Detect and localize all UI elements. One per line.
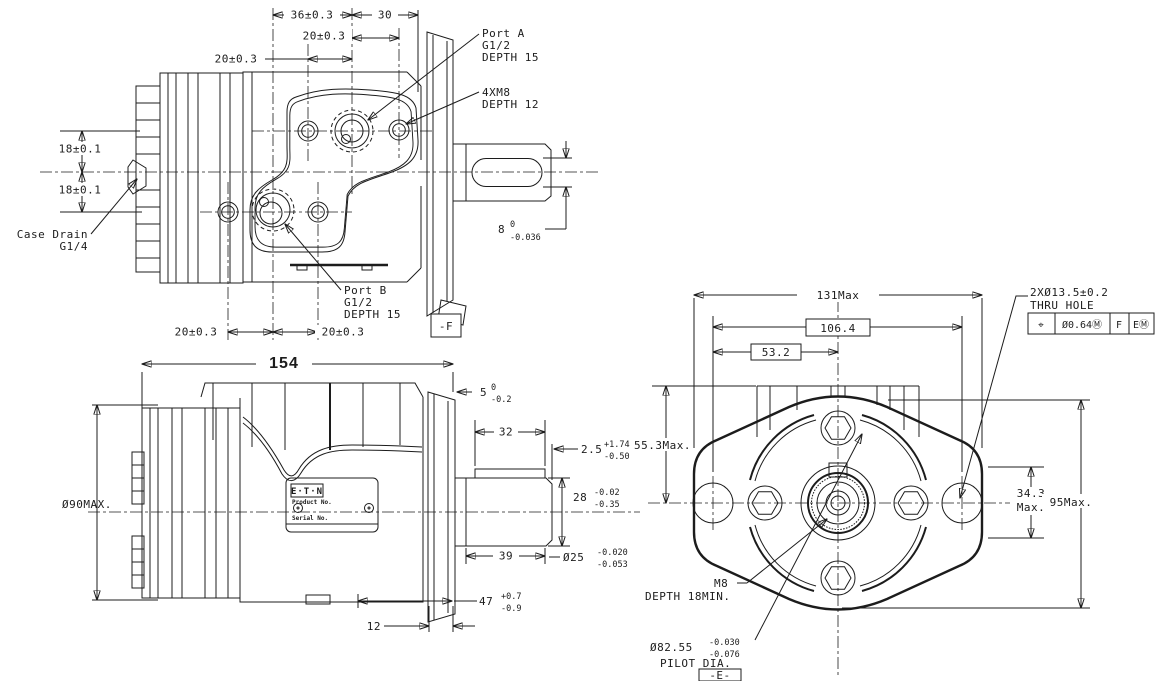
m8-label: M8 bbox=[714, 577, 728, 590]
datum-f-flag bbox=[430, 313, 462, 338]
dim-25-lower: -0.053 bbox=[597, 560, 628, 570]
dim-30-label: 30 bbox=[378, 9, 392, 22]
dim-95-label: 95Max. bbox=[1050, 496, 1093, 509]
pilot-dia-lower: -0.076 bbox=[709, 650, 740, 660]
dim-5-upper: 0 bbox=[491, 383, 496, 393]
dim-12-label: 12 bbox=[367, 620, 381, 633]
port-a-hole bbox=[330, 109, 374, 153]
shaft-keyslot bbox=[471, 158, 543, 187]
flange-keyway bbox=[828, 462, 848, 478]
dim-20-row2-label: 20±0.3 bbox=[303, 30, 346, 43]
flange-and-shaft bbox=[426, 31, 552, 326]
dim-28-upper: -0.02 bbox=[594, 488, 620, 498]
nameplate: E·T·N Product No. Serial No. bbox=[285, 477, 379, 533]
flange-outline bbox=[692, 395, 984, 611]
body-behind-flange bbox=[756, 385, 920, 437]
flange-view-callouts: 2XØ13.5±0.2 THRU HOLE ⌖ Ø0.64Ⓜ F EⓂ M8 D… bbox=[645, 286, 1155, 681]
dim-2-5-main: 2.5 bbox=[581, 443, 602, 456]
flange-centerlines bbox=[648, 300, 1045, 675]
datum-f-label: -F bbox=[439, 320, 453, 333]
key-dim-main: 8 bbox=[498, 223, 505, 236]
port-b-hole bbox=[251, 188, 295, 232]
dim-20-bottom-left-label: 20±0.3 bbox=[175, 326, 218, 339]
shaft-center-stack bbox=[800, 462, 876, 541]
dim-18-upper-label: 18±0.1 bbox=[59, 143, 102, 156]
case-drain-label-2: G1/4 bbox=[60, 240, 89, 253]
dim-47-lower: -0.9 bbox=[501, 604, 521, 614]
flange-view-dimensions: 131Max 106.4 53.2 55.3Max. 34.3 Max. 95M bbox=[633, 287, 1102, 609]
dim-131-label: 131Max bbox=[817, 289, 860, 302]
dim-2-5-lower: -0.50 bbox=[604, 452, 630, 462]
dim-20-row3-label: 20±0.3 bbox=[215, 53, 258, 66]
dim-106-label: 106.4 bbox=[820, 322, 856, 335]
thru-holes bbox=[692, 482, 983, 524]
thru-hole-label-2: THRU HOLE bbox=[1030, 299, 1094, 312]
port-b-label-1: Port B bbox=[344, 284, 387, 297]
dim-25-upper: -0.020 bbox=[597, 548, 628, 558]
dim-39-label: 39 bbox=[499, 550, 513, 563]
dim-154-label: 154 bbox=[269, 355, 299, 372]
case-drain-boss bbox=[127, 159, 147, 195]
thru-hole-label-1: 2XØ13.5±0.2 bbox=[1030, 286, 1108, 299]
pilot-ring bbox=[749, 414, 927, 592]
dim-32-label: 32 bbox=[499, 426, 513, 439]
motor-body-outline bbox=[127, 71, 422, 284]
side-view-dimensions: 154 Ø90MAX. 5 0 -0.2 32 2.5 +1.74 -0.50 … bbox=[62, 352, 630, 633]
dim-34-label-1: 34.3 bbox=[1017, 487, 1046, 500]
position-symbol: ⌖ bbox=[1038, 320, 1044, 331]
case-drain-label-1: Case Drain bbox=[17, 228, 88, 241]
port-b-label-3: DEPTH 15 bbox=[344, 308, 401, 321]
port-a-label-1: Port A bbox=[482, 27, 525, 40]
port-a-label-2: G1/2 bbox=[482, 39, 511, 52]
bolt-callout-label-1: 4XM8 bbox=[482, 86, 511, 99]
port-boss-plate bbox=[249, 88, 419, 253]
fcf-datum-2: EⓂ bbox=[1133, 319, 1149, 331]
fcf-datum-1: F bbox=[1116, 320, 1122, 331]
port-b-label-2: G1/2 bbox=[344, 296, 373, 309]
dim-53-label: 53.2 bbox=[762, 346, 791, 359]
dim-2-5-upper: +1.74 bbox=[604, 440, 630, 450]
nameplate-serial-label: Serial No. bbox=[292, 515, 328, 522]
dim-47-upper: +0.7 bbox=[501, 592, 521, 602]
nameplate-screw-right bbox=[364, 503, 374, 513]
feature-control-frame: ⌖ Ø0.64Ⓜ F EⓂ bbox=[1027, 312, 1155, 335]
fcf-tolerance: Ø0.64Ⓜ bbox=[1062, 319, 1102, 331]
dim-5-main: 5 bbox=[480, 386, 487, 399]
dim-47-main: 47 bbox=[479, 595, 493, 608]
dim-25-main: Ø25 bbox=[563, 551, 584, 564]
nameplate-screw-left bbox=[293, 503, 303, 513]
side-view: E·T·N Product No. Serial No. 154 Ø90MAX.… bbox=[62, 352, 640, 633]
flange-view: 131Max 106.4 53.2 55.3Max. 34.3 Max. 95M bbox=[633, 286, 1155, 681]
dim-20-bottom-right-label: 20±0.3 bbox=[322, 326, 365, 339]
top-view-centerlines bbox=[40, 8, 600, 340]
dim-5-lower: -0.2 bbox=[491, 395, 511, 405]
top-view-port-face: 36±0.3 30 20±0.3 20±0.3 18±0.1 18±0.1 20… bbox=[17, 8, 600, 340]
m8-depth-label: DEPTH 18MIN. bbox=[645, 590, 730, 603]
hex-bolt-holes bbox=[747, 410, 929, 596]
dim-55-label: 55.3Max. bbox=[634, 439, 691, 452]
dim-28-main: 28 bbox=[573, 491, 587, 504]
mounting-bolt-holes bbox=[217, 119, 410, 223]
pilot-dia-label: PILOT DIA. bbox=[660, 657, 731, 670]
datum-e-flag bbox=[698, 668, 742, 681]
dim-36-label: 36±0.3 bbox=[291, 9, 334, 22]
key-dim-upper: 0 bbox=[510, 220, 515, 230]
dim-28-lower: -0.35 bbox=[594, 500, 620, 510]
datum-e-label: -E- bbox=[709, 669, 730, 681]
pilot-dia-upper: -0.030 bbox=[709, 638, 740, 648]
dim-90-label: Ø90MAX. bbox=[62, 498, 112, 511]
pilot-dia-main: Ø82.55 bbox=[650, 641, 693, 654]
bolt-callout-label-2: DEPTH 12 bbox=[482, 98, 539, 111]
key-dim-lower: -0.036 bbox=[510, 233, 541, 243]
port-a-label-3: DEPTH 15 bbox=[482, 51, 539, 64]
nameplate-product-label: Product No. bbox=[292, 499, 332, 506]
side-view-body bbox=[131, 382, 553, 623]
top-view-dimensions: 36±0.3 30 20±0.3 20±0.3 18±0.1 18±0.1 20… bbox=[52, 8, 572, 339]
dim-18-lower-label: 18±0.1 bbox=[59, 184, 102, 197]
eaton-logo: E·T·N bbox=[291, 487, 323, 497]
dim-34-label-2: Max. bbox=[1017, 501, 1046, 514]
top-view-callouts: Port A G1/2 DEPTH 15 4XM8 DEPTH 12 Port … bbox=[17, 27, 539, 321]
shaft-key bbox=[474, 468, 546, 479]
